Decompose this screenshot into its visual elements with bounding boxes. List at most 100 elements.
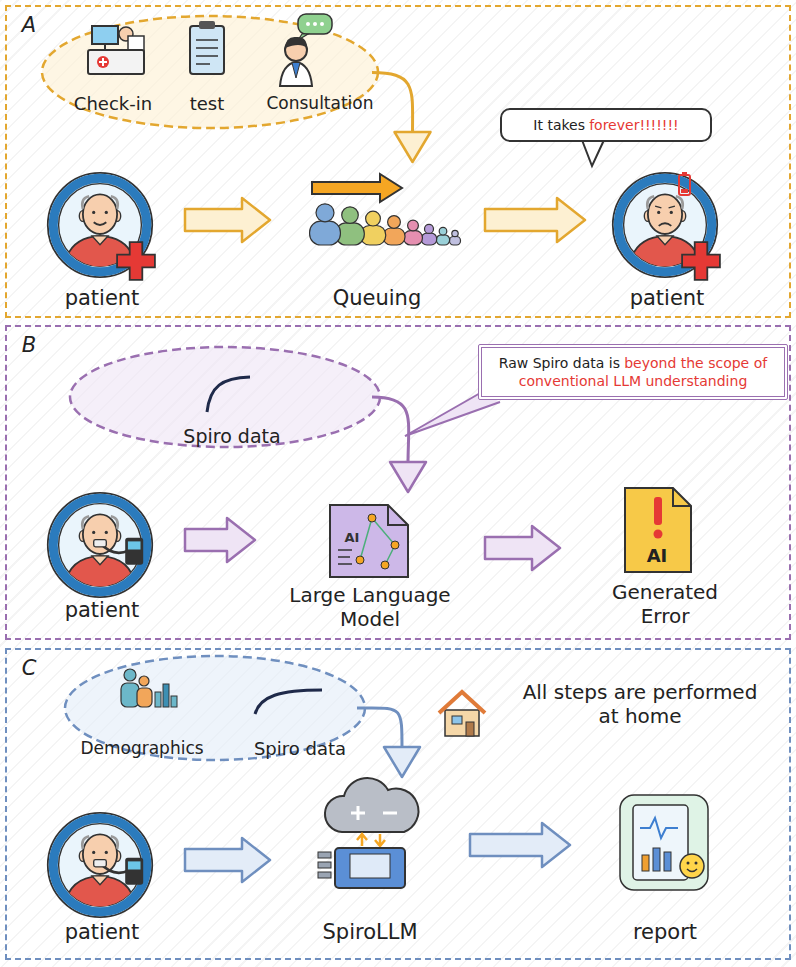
note-text: All steps are performed at home [515, 680, 765, 728]
report-node: report [590, 780, 740, 950]
icon-part [285, 39, 307, 61]
arrow-head [390, 462, 426, 492]
curved-arrow-line [372, 397, 409, 464]
flow-arrow [185, 518, 255, 562]
hollow-arrow [185, 198, 270, 242]
bubble-pointer [405, 392, 500, 436]
icon-part [682, 242, 720, 280]
icon-part [659, 223, 672, 226]
icon-part [436, 235, 449, 245]
icon-part [124, 669, 136, 681]
spirollm-icon [318, 778, 418, 888]
icon-part [445, 710, 479, 736]
icon-part [682, 172, 687, 175]
ellipse-group: Spiro data [70, 347, 380, 447]
icon-part [633, 805, 688, 880]
patient-figure [48, 813, 152, 917]
icon-part [119, 27, 133, 41]
icon-part [360, 518, 395, 565]
node-label: forever!!!!!!! [589, 117, 679, 133]
icon-part [452, 716, 462, 724]
icon-part [680, 854, 704, 878]
flow-arrow [185, 838, 270, 882]
icon-part [625, 488, 691, 572]
spiro-curve [255, 690, 322, 714]
icon-part [368, 514, 376, 522]
actor-node: patient [40, 480, 165, 630]
icon-text: AI [637, 545, 677, 567]
house-icon [439, 692, 485, 736]
icon-part [316, 204, 334, 222]
icon-part [664, 852, 671, 871]
node-label: patient [607, 286, 727, 311]
icon-part [94, 538, 144, 565]
icon-part [360, 226, 385, 246]
hollow-arrow [485, 526, 560, 570]
node-label: Large Language Model [278, 583, 463, 631]
icon-part [620, 795, 708, 890]
node-label: Consultation [255, 93, 385, 113]
node-label: patient [42, 920, 162, 945]
node-label: report [595, 920, 735, 945]
clipboard-icon [190, 21, 224, 74]
icon-part [117, 242, 155, 280]
icon-part [128, 36, 144, 56]
panel-letter: C [14, 656, 44, 681]
icon-part [121, 683, 139, 707]
icon-part [139, 676, 149, 686]
icon-part [292, 63, 300, 78]
icon-part [306, 22, 310, 26]
icon-part [450, 237, 461, 246]
node-label: It takes [533, 117, 585, 133]
hollow-arrow [470, 823, 570, 867]
icon-part [155, 692, 161, 707]
panel-letter: A [14, 13, 44, 38]
hollow-arrow [485, 198, 585, 242]
icon-text: AI [337, 530, 367, 546]
icon-part [94, 858, 144, 885]
actor-node: patient [40, 800, 165, 950]
dashed-cloud [70, 347, 380, 447]
flow-arrow [470, 823, 570, 867]
flow-arrow [485, 198, 585, 242]
icon-part [94, 222, 107, 225]
panel-frame: BSpiro dataRaw Spiro data isbeyond the s… [5, 325, 791, 640]
icon-part [97, 56, 109, 68]
node-label: patient [42, 598, 162, 623]
icon-part [695, 862, 698, 865]
icon-part [366, 211, 381, 226]
icon-part [196, 40, 218, 64]
ellipse-group: DemographicsSpiro data [65, 656, 365, 760]
flow-arrow [185, 198, 270, 242]
spiro-curve [207, 377, 250, 412]
sad-patient-figure [613, 173, 720, 280]
icon-part [391, 541, 399, 549]
report-icon [620, 795, 708, 890]
icon-part [357, 834, 385, 846]
patient-figure [48, 173, 155, 280]
patient-figure [48, 493, 152, 597]
node-label: Demographics [77, 738, 207, 758]
hollow-arrow [185, 838, 270, 882]
icon-part [280, 62, 312, 86]
actor-node: patient [40, 160, 165, 310]
flow-arrow [357, 708, 420, 777]
battery-icon [679, 172, 690, 195]
icon-part [318, 862, 331, 868]
icon-part [171, 696, 177, 707]
node-label: Check-in [63, 93, 163, 115]
model-node: SpiroLLM [290, 775, 450, 950]
checkin-icon [88, 26, 144, 74]
icon-part [310, 204, 461, 245]
icon-part [318, 852, 331, 858]
icon-part [356, 556, 364, 564]
node-label: patient [42, 286, 162, 311]
arrow-head [395, 132, 431, 162]
icon-part [452, 230, 458, 236]
curved-arrow-line [357, 708, 402, 749]
icon-part [48, 173, 152, 277]
node-label: test [177, 93, 237, 115]
icon-part [653, 848, 660, 871]
